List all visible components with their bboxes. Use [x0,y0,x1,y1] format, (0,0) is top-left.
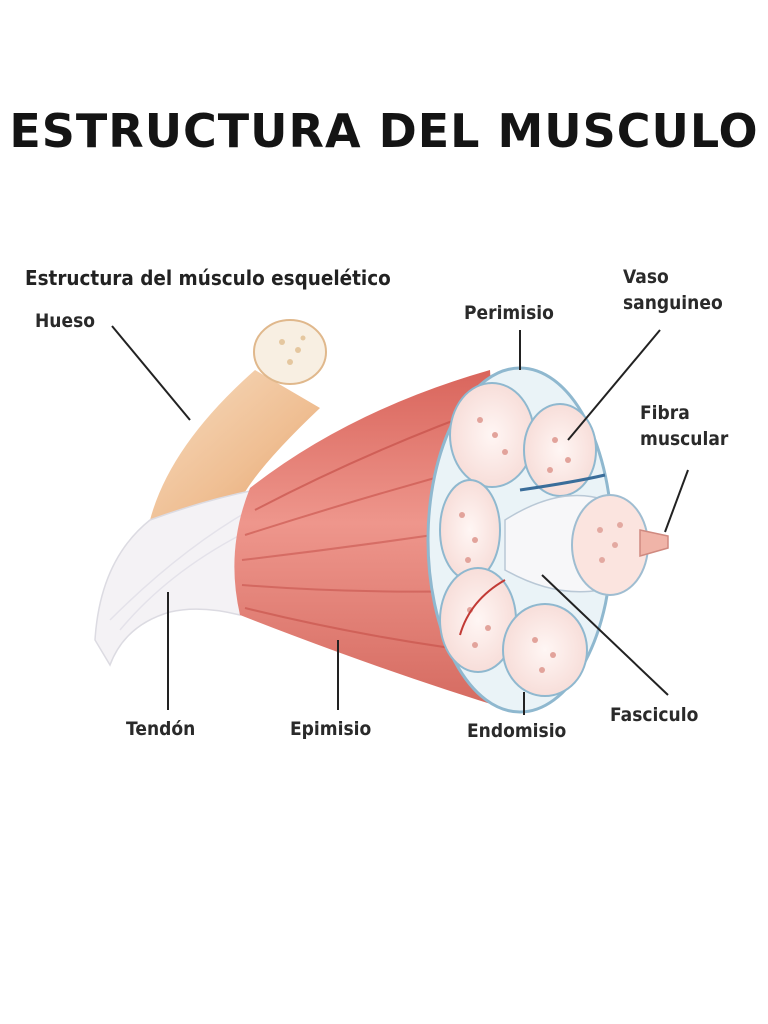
label-vaso-line1: Vaso [623,266,669,288]
muscle-cross-section [426,366,669,714]
leader-fibra [664,469,689,533]
muscle-illustration [94,319,689,715]
muscle-structure-diagram: Estructura del músculo esquelético Hueso… [0,230,768,770]
label-fibra-line2: muscular [640,428,729,450]
label-endomisio: Endomisio [467,720,567,742]
label-perimisio: Perimisio [464,302,554,324]
label-hueso: Hueso [35,310,96,332]
tendon [94,489,256,667]
leader-hueso [111,325,191,421]
leader-vaso [567,329,661,441]
leader-lines [111,325,689,715]
bone [150,319,327,522]
label-tendon: Tendón [126,718,196,740]
label-epimisio: Epimisio [290,718,372,740]
label-vaso-line2: sanguineo [623,292,723,314]
leader-fasciculo [541,574,669,696]
diagram-title: Estructura del músculo esquelético [25,266,391,290]
label-fibra-line1: Fibra [640,402,690,424]
page-title: ESTRUCTURA DEL MUSCULO [9,104,759,158]
label-fasciculo: Fasciculo [610,704,699,726]
